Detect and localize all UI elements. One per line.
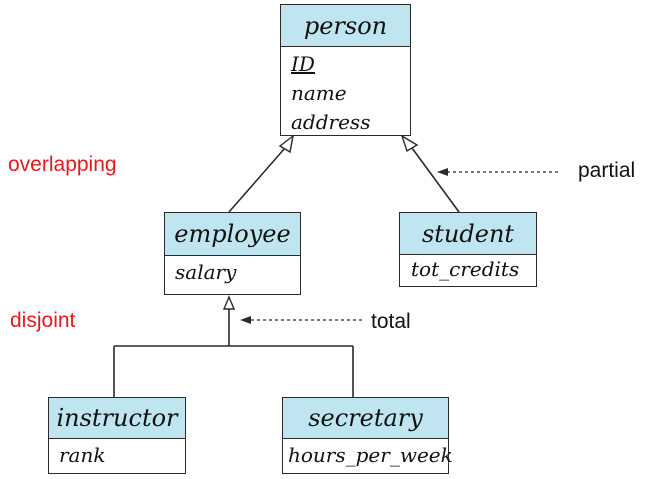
entity-employee-attributes: salary bbox=[165, 256, 300, 287]
entity-student-attributes: tot_credits bbox=[400, 255, 536, 284]
isa-link-student-person bbox=[411, 147, 460, 213]
attribute-tot-credits: tot_credits bbox=[411, 257, 520, 281]
label-overlapping: overlapping bbox=[8, 153, 117, 176]
entity-instructor: instructor rank bbox=[48, 397, 186, 474]
label-partial: partial bbox=[578, 159, 636, 182]
isa-link-employee-person bbox=[228, 147, 286, 213]
label-disjoint: disjoint bbox=[10, 309, 76, 332]
isa-arrowhead-shared bbox=[222, 295, 236, 310]
attribute-name: name bbox=[291, 81, 347, 105]
entity-person-name: person bbox=[281, 5, 410, 47]
attribute-hours-per-week: hours_per_week bbox=[288, 443, 453, 467]
entity-student: student tot_credits bbox=[399, 212, 537, 287]
attribute-id: ID bbox=[291, 52, 315, 76]
entity-employee-name: employee bbox=[165, 213, 300, 256]
entity-secretary-attributes: hours_per_week bbox=[283, 439, 453, 470]
total-pointer-head bbox=[240, 316, 251, 324]
label-total: total bbox=[371, 310, 411, 333]
entity-secretary-name: secretary bbox=[283, 398, 448, 439]
attribute-address: address bbox=[291, 110, 371, 134]
isa-arrowhead-employee bbox=[278, 134, 295, 154]
entity-person: person ID name address bbox=[280, 4, 411, 136]
entity-student-name: student bbox=[400, 213, 536, 255]
partial-pointer-head bbox=[437, 168, 448, 176]
attribute-salary: salary bbox=[175, 260, 237, 284]
entity-person-attributes: ID name address bbox=[281, 47, 410, 137]
entity-instructor-name: instructor bbox=[49, 398, 185, 439]
entity-instructor-attributes: rank bbox=[49, 439, 185, 470]
entity-secretary: secretary hours_per_week bbox=[282, 397, 453, 474]
entity-employee: employee salary bbox=[164, 212, 301, 295]
attribute-rank: rank bbox=[59, 443, 106, 467]
isa-arrowhead-student bbox=[400, 134, 419, 153]
